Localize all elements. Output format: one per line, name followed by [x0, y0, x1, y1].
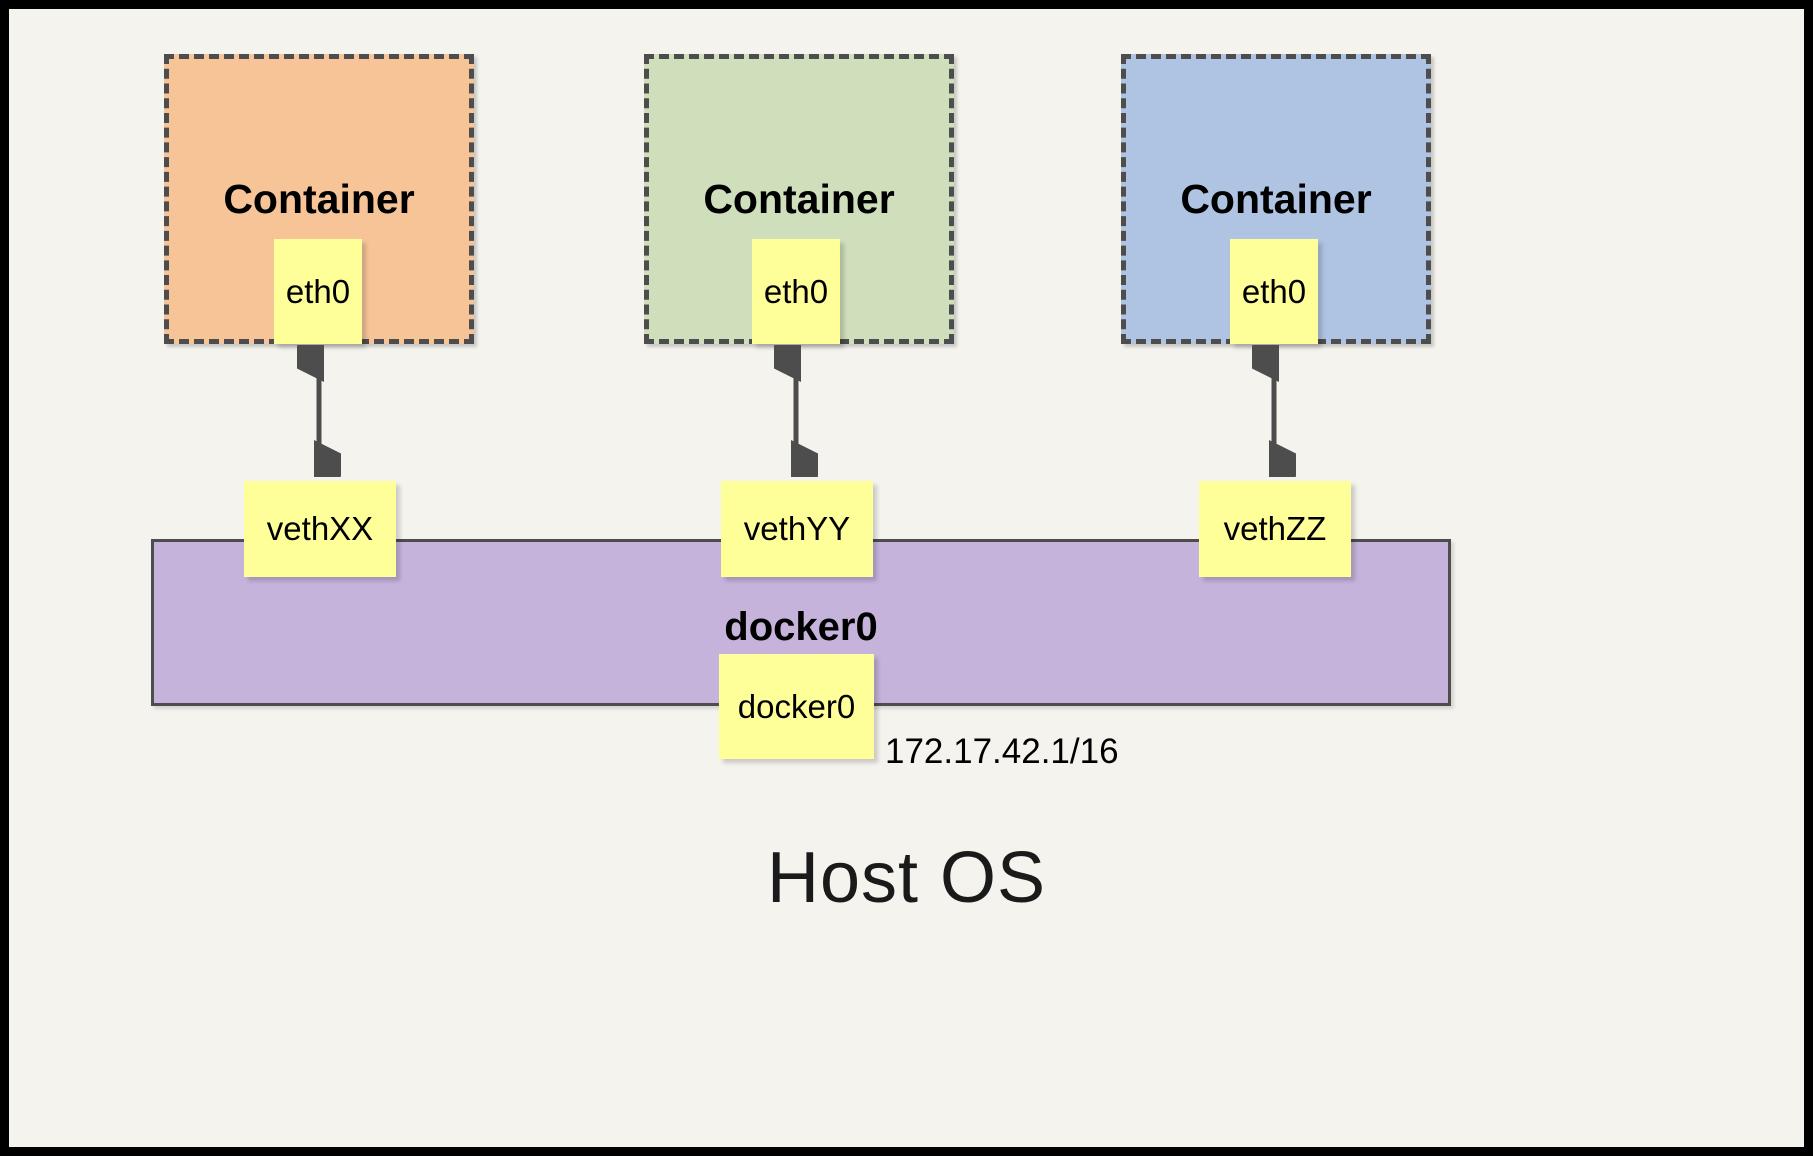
container-eth0-label-3: eth0 [1241, 272, 1307, 310]
host-os-canvas: Container eth0 Container eth0 Container … [9, 9, 1804, 1147]
veth-box-1[interactable]: vethXX [244, 481, 396, 577]
host-os-label: Host OS [766, 838, 1047, 918]
docker0-port-box[interactable]: docker0 [719, 654, 874, 759]
container-title-2: Container [703, 176, 895, 222]
container-eth0-3[interactable]: eth0 [1230, 239, 1318, 344]
docker0-bridge-label: docker0 [724, 605, 878, 649]
docker0-port-label: docker0 [737, 687, 856, 725]
veth-label-3: vethZZ [1223, 510, 1327, 547]
veth-link-arrow-1 [297, 345, 341, 477]
container-eth0-2[interactable]: eth0 [752, 239, 840, 344]
veth-label-2: vethYY [743, 510, 851, 547]
container-eth0-1[interactable]: eth0 [274, 239, 362, 344]
container-title-1: Container [223, 176, 415, 222]
veth-link-arrow-3 [1252, 345, 1296, 477]
veth-box-3[interactable]: vethZZ [1199, 481, 1351, 577]
container-eth0-label-1: eth0 [285, 272, 351, 310]
veth-box-2[interactable]: vethYY [721, 481, 873, 577]
container-eth0-label-2: eth0 [763, 272, 829, 310]
docker0-ip-address: 172.17.42.1/16 [885, 732, 1119, 771]
container-title-3: Container [1180, 176, 1372, 222]
veth-label-1: vethXX [266, 510, 374, 547]
veth-link-arrow-2 [774, 345, 818, 477]
